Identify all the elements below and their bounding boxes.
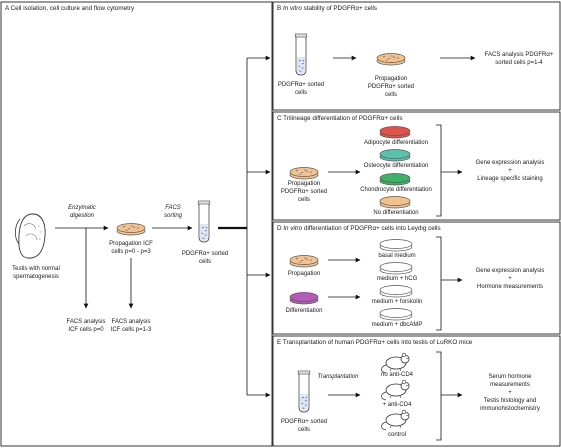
step-facs-sorting-line1: FACS [165, 205, 181, 211]
panel-c-heading: C Trilineage differentiation of PDGFRα+ … [277, 115, 403, 122]
panel-e-result-line2: measurements [490, 382, 530, 388]
panel-c: C Trilineage differentiation of PDGFRα+ … [272, 111, 561, 221]
group-no-anti-cd4: no anti-CD4 [381, 372, 414, 378]
panel-d-differentiation: Differentiation [286, 308, 323, 314]
panel-d-result-line3: Hormone measurements [477, 284, 543, 290]
mouse-anti-cd4 [381, 379, 410, 401]
medium-forskolin: medium + forskolin [372, 299, 423, 305]
medium-basal: basal medium [378, 253, 415, 259]
tube-sorted-cells [197, 200, 211, 243]
testis-label-line2: spermatogenesis [13, 274, 59, 280]
step-enzymatic-line1: Enzymatic [68, 205, 96, 211]
panel-a-frame [0, 1, 273, 447]
step-enzymatic-line2: digestion [70, 213, 95, 219]
step-facs-sorting-line2: sorting [164, 213, 183, 219]
panel-b-propagation-line3: cells [385, 92, 397, 98]
panel-c-frame [272, 111, 561, 221]
panel-b-result-line2: sorted cells p=1-4 [495, 60, 543, 66]
panel-e-result-line5: immunohistochemistry [480, 406, 540, 412]
propagation-icf-line1: Propagation ICF [109, 241, 153, 247]
dish-panel-d-propagation [289, 255, 319, 268]
tube-panel-e [297, 370, 311, 413]
medium-dbcamp: medium + dbcAMP [372, 322, 423, 328]
group-anti-cd4: + anti-CD4 [383, 402, 413, 408]
panel-d-result-line1: Gene expression analysis [476, 268, 545, 274]
facs-icf-p0-line1: FACS analysis [66, 319, 105, 325]
dish-icf-cells [116, 223, 146, 236]
panel-a: A Cell isolation, cell culture and flow … [0, 1, 273, 447]
panel-d-propagation: Propagation [288, 271, 320, 277]
panel-c-result-line1: Gene expression analysis [476, 160, 545, 166]
dish-chondrocyte [379, 173, 411, 186]
sorted-cells-line1: PDGFRα+ sorted [182, 251, 228, 257]
panel-e-frame [272, 335, 561, 447]
panel-e-result-line1: Serum hormone [488, 374, 532, 380]
branch-connector [218, 55, 271, 398]
testis-illustration [14, 213, 46, 259]
panel-e-result-line4: Testis histology and [484, 398, 536, 404]
panel-b-result-line1: FACS analysis PDGFRα+ [485, 52, 554, 58]
mouse-no-anti-cd4 [381, 352, 410, 374]
step-transplantation: Transplantation [318, 374, 360, 380]
dish-medium-forskolin [379, 285, 413, 298]
facs-icf-p13-line2: ICF cells p=1-3 [111, 327, 152, 333]
panel-d-heading: D In vitro differentiation of PDGFRα+ ce… [277, 225, 441, 232]
panel-d-frame [272, 221, 561, 335]
group-control: control [388, 432, 406, 438]
condition-adipocyte: Adipocyte differentiation [364, 140, 428, 146]
panel-c-propagation-line2: PDGFRα+ sorted [281, 189, 327, 195]
panel-e-heading: E Transplantation of human PDGFRα+ cells… [277, 339, 473, 346]
dish-medium-dbcamp [379, 308, 413, 321]
bracket-d [436, 236, 442, 331]
dish-panel-c-propagation [289, 167, 319, 180]
tube-panel-b [294, 33, 308, 76]
panel-b-tube-line1: PDGFRα+ sorted [278, 82, 324, 88]
dish-basal-medium [379, 239, 413, 252]
dish-panel-d-differentiation [289, 292, 319, 305]
panel-c-propagation-line1: Propagation [288, 181, 320, 187]
panel-e-tube-line2: cells [298, 427, 310, 433]
panel-d-result-line2: + [508, 276, 512, 282]
panel-e: E Transplantation of human PDGFRα+ cells… [272, 335, 561, 447]
dish-osteocyte [379, 149, 411, 162]
panel-b-tube-line2: cells [295, 90, 307, 96]
sorted-cells-line2: cells [199, 259, 211, 265]
bracket-c [436, 124, 442, 217]
panel-e-result-line3: + [508, 390, 512, 396]
facs-icf-p0-line2: ICF cells p=0 [68, 327, 104, 333]
facs-icf-p13-line1: FACS analysis [111, 319, 150, 325]
panel-c-propagation-line3: cells [298, 197, 310, 203]
panel-e-tube-line1: PDGFRα+ sorted [281, 419, 327, 425]
panel-c-result-line2: + [508, 168, 512, 174]
panel-b-heading: B In vitro stability of PDGFRα+ cells [277, 5, 377, 12]
condition-none: No differentiation [373, 210, 418, 216]
panel-c-result-line3: Lineage specific staining [477, 176, 542, 182]
panel-b-propagation-line2: PDGFRα+ sorted [368, 84, 414, 90]
dish-medium-hcg [379, 262, 413, 275]
panel-b: B In vitro stability of PDGFRα+ cells PD… [272, 1, 561, 111]
condition-osteocyte: Osteocyte differentiation [364, 163, 429, 169]
medium-hcg: medium + hCG [377, 276, 418, 282]
bracket-e [436, 351, 442, 441]
mouse-control [381, 409, 410, 431]
testis-label-line1: Testis with normal [12, 266, 60, 272]
condition-chondrocyte: Chondrocyte differentiation [360, 187, 432, 193]
panel-b-propagation-line1: Propagation [375, 76, 407, 82]
panel-d: D In vitro differentiation of PDGFRα+ ce… [272, 221, 561, 335]
panel-a-heading: A Cell isolation, cell culture and flow … [5, 5, 135, 12]
panel-b-frame [272, 1, 561, 111]
dish-adipocyte [379, 126, 411, 139]
dish-panel-b [376, 53, 406, 66]
propagation-icf-line2: cells p=0 - p=3 [111, 249, 151, 255]
dish-no-differentiation [379, 196, 411, 209]
